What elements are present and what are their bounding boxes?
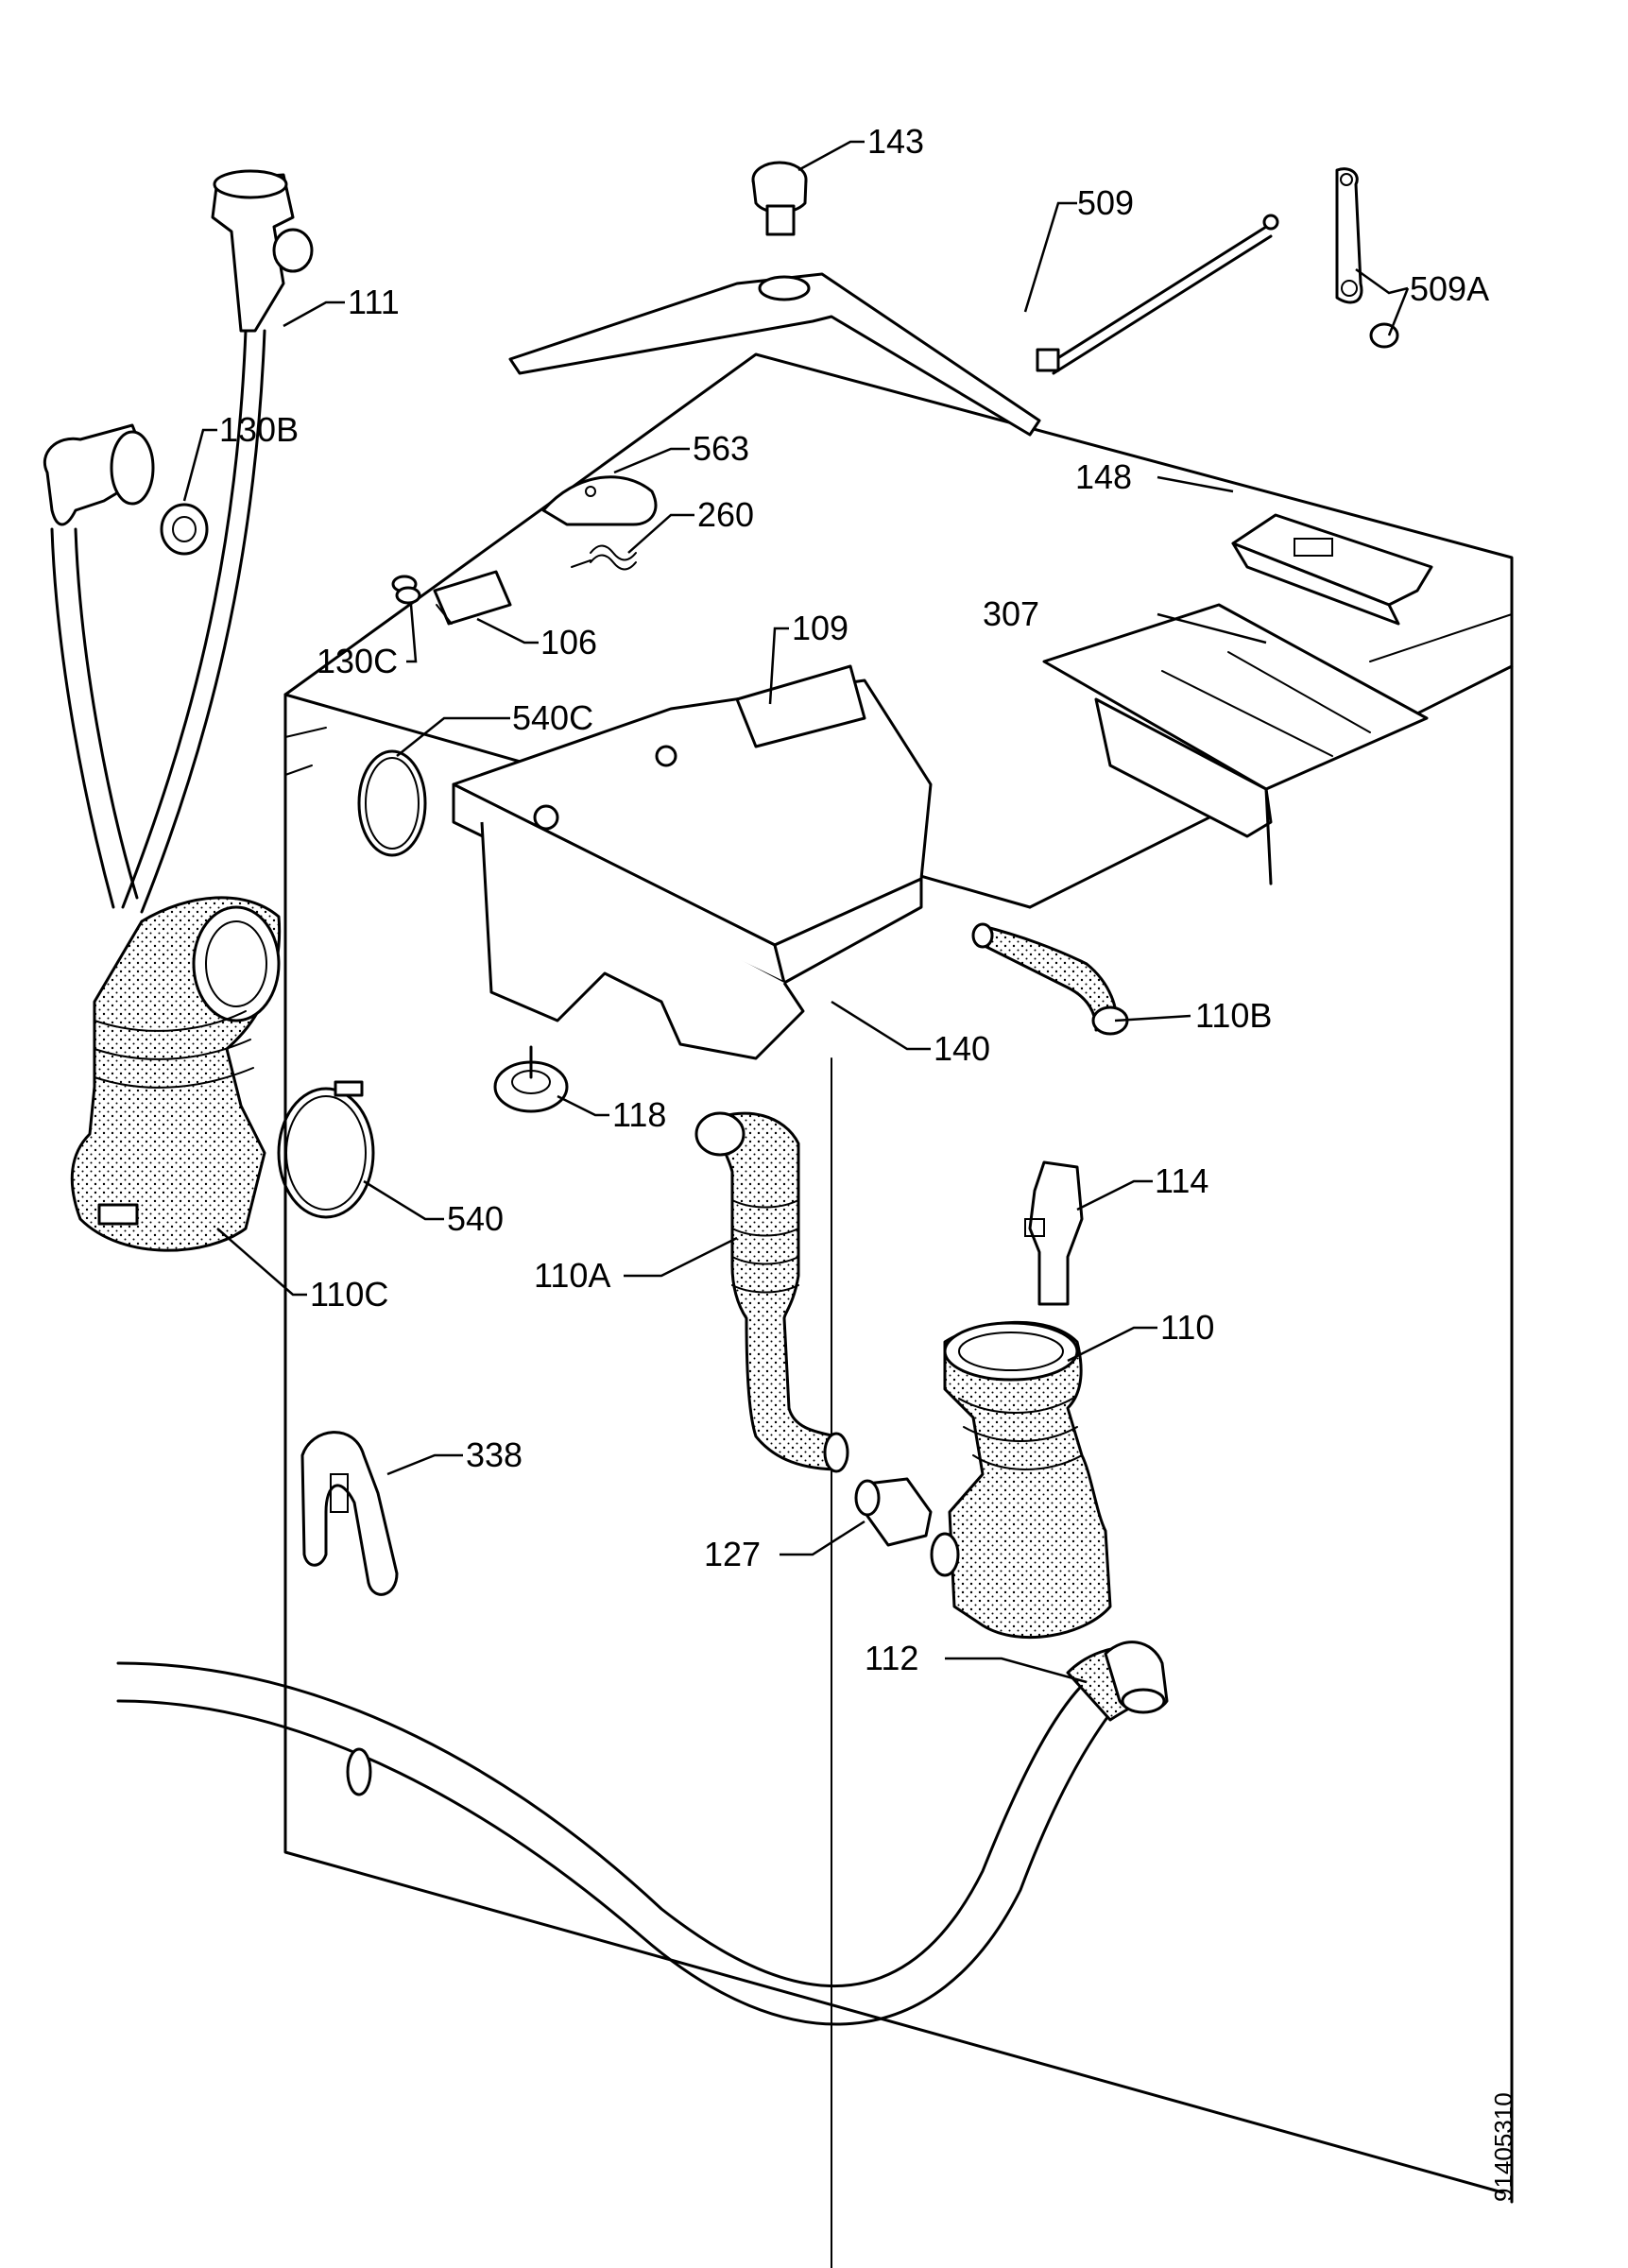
- callout-130B: 130B: [219, 410, 299, 449]
- part-114-pressure-tube: [1024, 1160, 1084, 1306]
- part-110A-hose: [694, 1111, 849, 1473]
- callout-130C: 130C: [317, 642, 398, 680]
- callout-140: 140: [934, 1029, 990, 1068]
- part-509A-lever: [1335, 167, 1399, 349]
- callout-labels: 143 509 509A 111 130B 563 260 148 307 10…: [219, 122, 1489, 1677]
- part-509-linkage-arm: [508, 214, 1279, 437]
- leader-lines: [182, 140, 1410, 1684]
- callout-110B: 110B: [1195, 996, 1272, 1035]
- part-106-latch: [433, 570, 512, 626]
- callout-338: 338: [466, 1435, 523, 1474]
- part-307-detergent-drawer: [1042, 603, 1429, 885]
- callout-509A: 509A: [1410, 269, 1489, 308]
- part-127-connector: [854, 1477, 933, 1547]
- callout-114: 114: [1155, 1161, 1208, 1200]
- part-130B-elbow-hose: [43, 423, 209, 909]
- callout-307: 307: [983, 594, 1039, 633]
- callout-509: 509: [1077, 183, 1134, 222]
- part-112-drain-hose: [116, 1641, 1169, 2026]
- callout-110A: 110A: [534, 1256, 610, 1295]
- part-111-inlet-valve: [121, 169, 314, 914]
- part-110B-hose: [971, 922, 1129, 1036]
- callout-106: 106: [540, 623, 597, 662]
- callout-112: 112: [865, 1639, 918, 1677]
- part-563-flap: [541, 475, 658, 526]
- part-118-gear: [493, 1045, 569, 1113]
- callout-143: 143: [867, 122, 924, 161]
- callout-110C: 110C: [310, 1275, 388, 1314]
- callout-109: 109: [792, 609, 848, 647]
- cabinet-outline: [283, 352, 1514, 2268]
- callout-148: 148: [1075, 457, 1132, 496]
- callout-563: 563: [693, 429, 749, 468]
- part-260-spring: [571, 544, 637, 571]
- callout-111: 111: [348, 283, 400, 321]
- part-110-sump-bellows: [930, 1320, 1112, 1640]
- callout-540: 540: [447, 1199, 504, 1238]
- part-109-140-dispenser-housing: [452, 664, 933, 1060]
- callout-110: 110: [1160, 1308, 1214, 1347]
- callout-260: 260: [697, 495, 754, 534]
- part-540-clamp: [277, 1080, 375, 1219]
- callout-118: 118: [612, 1095, 666, 1134]
- part-338-hose-guide: [300, 1431, 399, 1596]
- part-143-knob: [751, 161, 808, 236]
- part-540C-clamp: [357, 749, 427, 857]
- part-148-cover: [1231, 513, 1433, 626]
- part-130C-spring: [391, 575, 421, 605]
- document-number: 91405310: [1489, 2092, 1517, 2202]
- callout-540C: 540C: [512, 698, 593, 737]
- part-110C-bellows: [70, 896, 282, 1252]
- callout-127: 127: [704, 1535, 761, 1573]
